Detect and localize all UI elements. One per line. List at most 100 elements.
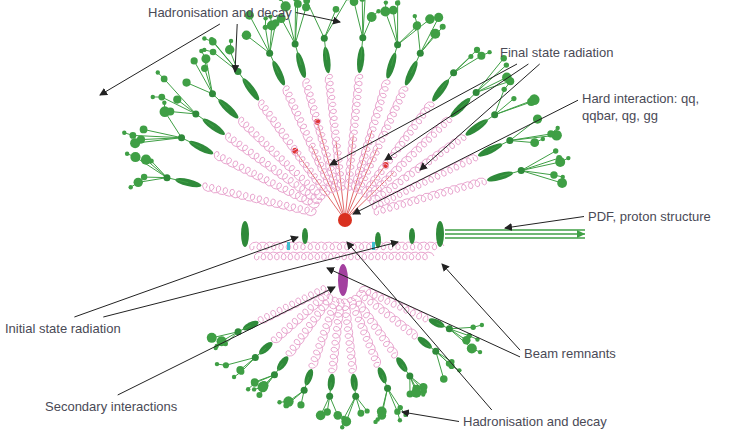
- decay-product: [156, 70, 160, 74]
- hadron: [491, 111, 498, 118]
- hadron: [395, 0, 400, 5]
- gluon-curl: [374, 178, 486, 215]
- hadron: [209, 90, 216, 97]
- hadron: [473, 89, 480, 96]
- hadron: [207, 333, 217, 343]
- cluster-ellipse: [294, 51, 308, 79]
- decay-product: [229, 39, 233, 43]
- hadron: [333, 6, 340, 13]
- hadron: [529, 94, 540, 105]
- hadron: [359, 0, 365, 2]
- cluster-ellipse: [188, 138, 215, 156]
- annotation-label: Beam remnants: [524, 345, 616, 362]
- leader-arrow: [402, 412, 459, 422]
- gluon-curl: [203, 183, 317, 216]
- decay-product: [487, 50, 491, 54]
- hadron: [333, 411, 342, 420]
- decay-product: [541, 137, 545, 141]
- beam-remnant: [241, 221, 249, 247]
- proton-beam: [445, 229, 585, 231]
- hadron: [530, 138, 539, 147]
- annotation-label: Final state radiation: [500, 44, 613, 61]
- hadron: [141, 155, 151, 165]
- hadron: [557, 178, 567, 188]
- leader-arrow: [118, 287, 335, 395]
- decay-product: [232, 375, 236, 379]
- annotation-label: Initial state radiation: [5, 320, 121, 337]
- hadron-track: [449, 327, 473, 329]
- hadron: [252, 354, 259, 361]
- hadron-track: [454, 57, 471, 73]
- hadron-track: [476, 58, 504, 92]
- hadron: [297, 401, 304, 408]
- hadron: [316, 411, 326, 421]
- hadron-track: [521, 171, 562, 184]
- hadron-track: [226, 357, 255, 365]
- hadron: [434, 13, 443, 22]
- gluon-curl: [286, 294, 333, 356]
- gluon-curl: [303, 79, 340, 191]
- hadron: [474, 47, 480, 53]
- hadron: [411, 388, 421, 398]
- hadron: [506, 137, 513, 144]
- remnant-cluster: [375, 232, 381, 248]
- hadron-track: [521, 162, 560, 171]
- hadron-track: [206, 59, 213, 94]
- hadron: [166, 107, 174, 115]
- leader-arrow: [330, 64, 517, 165]
- cluster-ellipse: [402, 60, 419, 87]
- secondary-interaction: [338, 264, 348, 296]
- cluster-ellipse: [376, 366, 389, 385]
- hadron-track: [249, 15, 269, 53]
- decay-product: [129, 185, 133, 189]
- hadron: [326, 393, 333, 400]
- decay-product: [413, 14, 417, 18]
- hadron-track: [265, 27, 269, 53]
- hadron: [384, 385, 391, 392]
- hadron: [259, 381, 268, 390]
- leader-arrow: [442, 264, 520, 350]
- hadron-track: [476, 77, 507, 92]
- gluon-curl: [271, 291, 329, 343]
- hadron: [293, 0, 298, 2]
- decay-product: [373, 420, 377, 424]
- remnant-mark: [287, 242, 290, 250]
- hadron: [432, 348, 439, 355]
- hadron: [140, 126, 148, 134]
- hadron-track: [388, 388, 398, 411]
- hadron-track: [454, 56, 482, 73]
- hadron: [341, 417, 351, 427]
- leader-arrow: [347, 242, 492, 410]
- isr-gluon: [250, 242, 444, 250]
- gluon-curl: [357, 291, 418, 340]
- hadron: [425, 14, 435, 24]
- hadron-track: [295, 0, 296, 44]
- hadron: [553, 148, 558, 153]
- hadron: [365, 408, 370, 413]
- hadron: [389, 6, 398, 15]
- decay-product: [202, 36, 206, 40]
- hadron: [182, 78, 190, 86]
- hadron: [359, 34, 366, 41]
- hadron: [518, 167, 525, 174]
- decay-product: [566, 156, 570, 160]
- hadron: [137, 135, 145, 143]
- cluster-ellipse: [303, 368, 315, 387]
- hadron-track: [187, 83, 213, 94]
- hadron-track: [307, 1, 325, 38]
- hadron-track: [212, 40, 238, 72]
- hadron: [406, 373, 413, 380]
- hadron: [394, 41, 401, 48]
- hadron: [256, 392, 262, 398]
- remnant-cluster: [409, 228, 415, 244]
- hard-interaction: [338, 213, 352, 227]
- hadron-track: [417, 25, 420, 53]
- hadron: [440, 375, 448, 383]
- hadron: [163, 174, 170, 181]
- decay-product: [279, 0, 283, 1]
- leader-arrow: [100, 24, 220, 95]
- leader-arrow: [103, 242, 398, 317]
- hadron: [321, 35, 328, 42]
- hadron: [191, 57, 198, 64]
- hadron-track: [385, 12, 397, 45]
